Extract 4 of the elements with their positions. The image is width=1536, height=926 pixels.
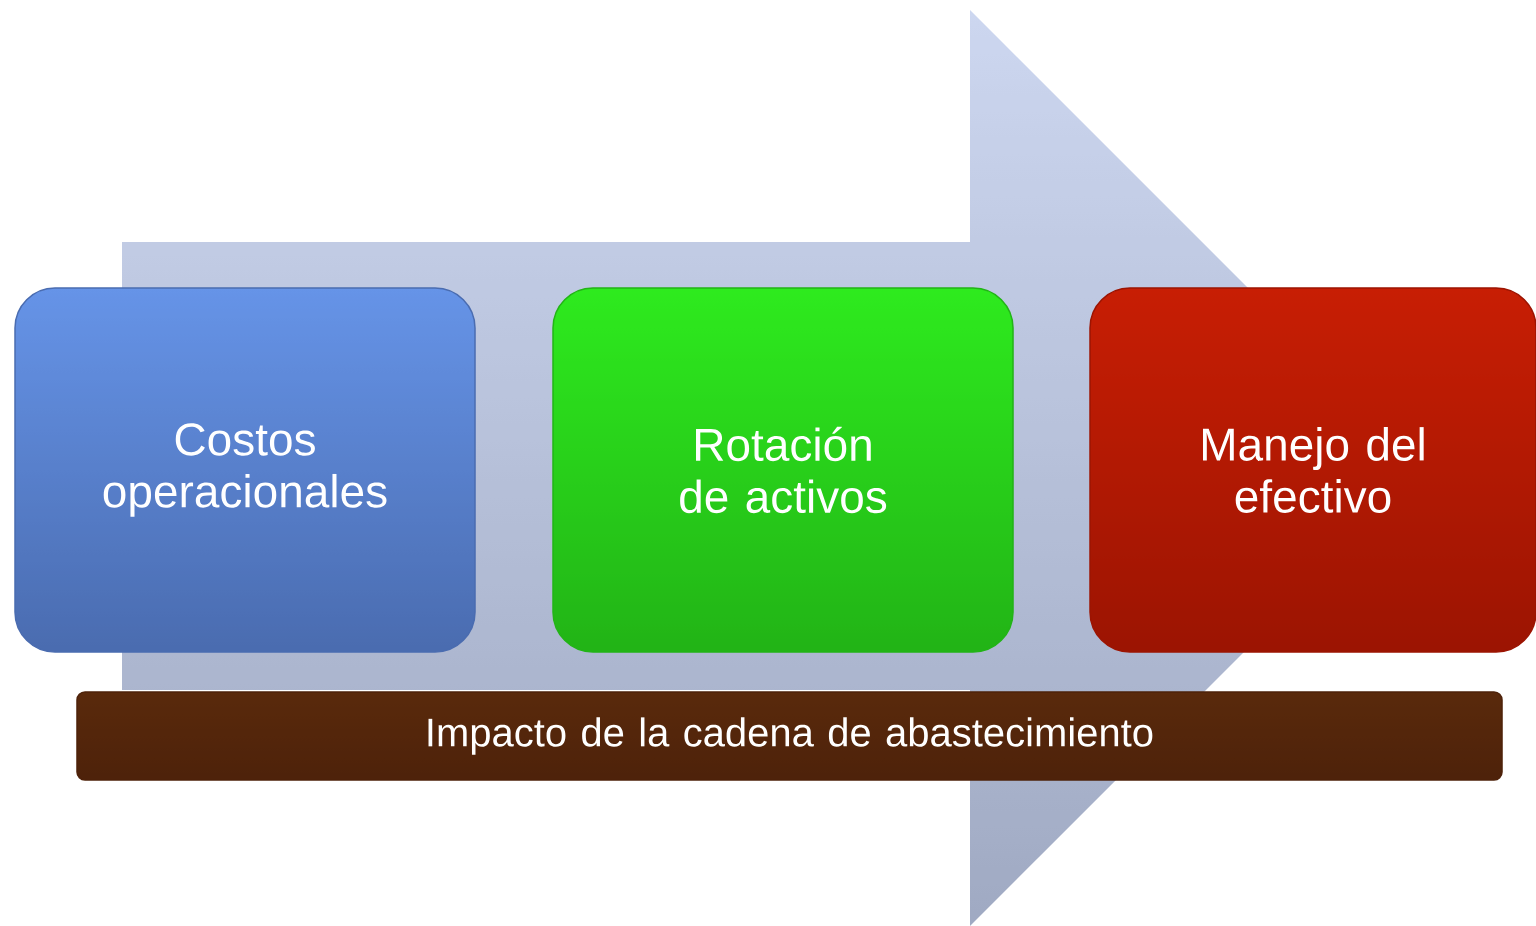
- process-box: Costos operacionales: [14, 287, 476, 653]
- banner-bar: Impacto de la cadena de abastecimiento: [76, 691, 1503, 781]
- process-box: Manejo del efectivo: [1089, 287, 1536, 653]
- process-box: Rotación de activos: [552, 287, 1014, 653]
